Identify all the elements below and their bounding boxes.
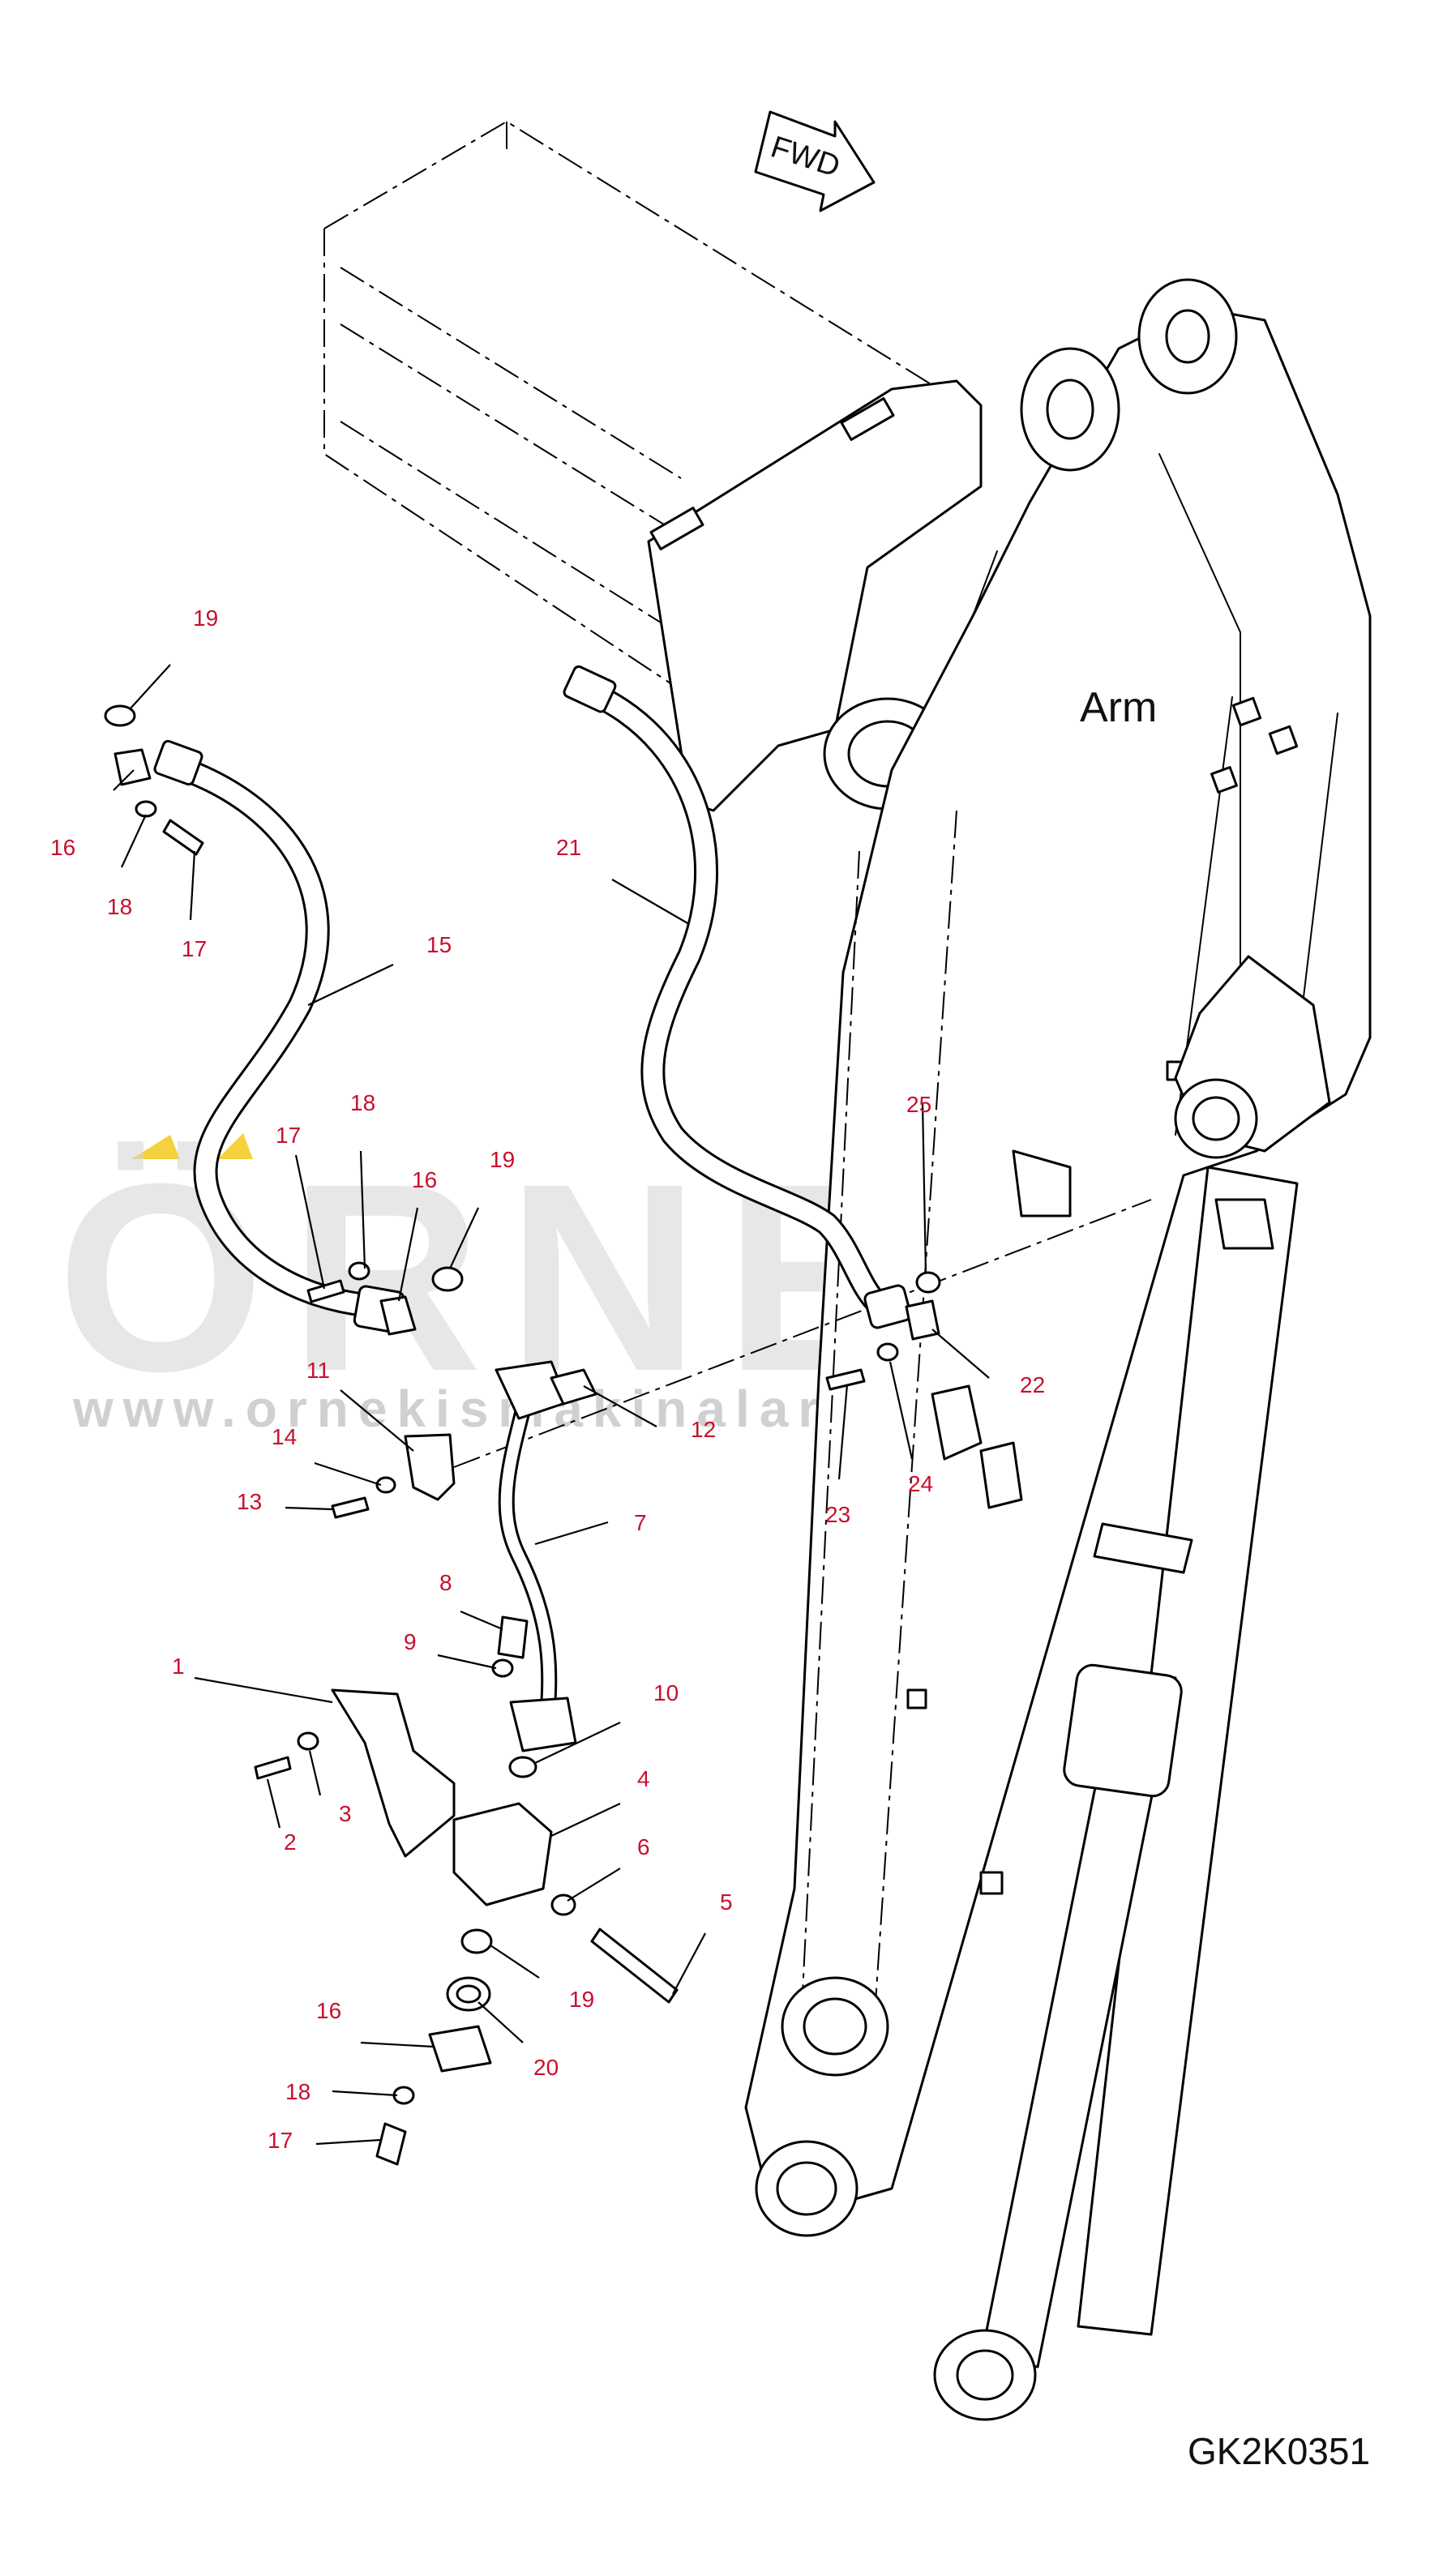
o-ring-19-mid (431, 1266, 464, 1292)
plate-12 (550, 1368, 597, 1406)
callout-16-mid: 16 (412, 1167, 437, 1192)
hardware-clamp-11 (331, 1368, 597, 1519)
bolt-2 (254, 1756, 292, 1780)
watermark-accent-mark-right (217, 1133, 253, 1159)
callout-19-low: 19 (569, 1987, 594, 2012)
bolt-23 (825, 1368, 866, 1391)
bracket-assembly (254, 1615, 679, 2166)
callout-15: 15 (426, 932, 452, 957)
watermark-accent-mark-left (131, 1135, 180, 1159)
o-ring-25 (915, 1271, 941, 1294)
callout-8: 8 (439, 1570, 452, 1595)
callout-18-mid: 18 (350, 1090, 375, 1115)
bolt-17-low (375, 2122, 407, 2166)
callout-12: 12 (691, 1417, 716, 1442)
o-ring-19-low (460, 1928, 493, 1954)
block-4 (452, 1802, 553, 1906)
hardware-upper-left (104, 704, 464, 1336)
hardware-center-right (825, 1271, 941, 1391)
callout-10: 10 (653, 1680, 679, 1705)
callout-2: 2 (284, 1829, 297, 1855)
callout-leaders (113, 664, 990, 2146)
clamp-16-mid (379, 1295, 417, 1336)
callout-16-top: 16 (50, 835, 75, 860)
callout-18-top: 18 (107, 894, 132, 919)
callout-23: 23 (825, 1502, 850, 1527)
bolt-17-top (162, 819, 204, 856)
callout-3: 3 (339, 1801, 352, 1826)
callout-11: 11 (306, 1358, 330, 1383)
callout-6: 6 (637, 1834, 650, 1859)
bolt-5 (590, 1928, 679, 2004)
callout-1: 1 (172, 1654, 185, 1679)
callout-22: 22 (1020, 1372, 1045, 1397)
pipe-centerline (453, 1199, 1152, 1468)
callout-14: 14 (272, 1424, 297, 1449)
bolt-17-mid (306, 1279, 345, 1303)
drawing-code: GK2K0351 (1188, 2430, 1370, 2472)
o-ring-19-top (104, 704, 136, 727)
callout-4: 4 (637, 1766, 650, 1791)
callout-25: 25 (906, 1092, 931, 1117)
bolt-13 (331, 1496, 370, 1519)
ring-20-inner (456, 1984, 482, 2004)
hose-21 (563, 665, 912, 1329)
callout-21: 21 (556, 835, 581, 860)
callout-19-top: 19 (193, 605, 218, 631)
washer-14 (375, 1476, 396, 1494)
callout-16-low: 16 (316, 1998, 341, 2023)
callout-9: 9 (404, 1629, 417, 1654)
arm-body (647, 278, 1372, 2237)
callout-5: 5 (720, 1889, 733, 1915)
callout-13: 13 (237, 1489, 262, 1514)
callout-17-top: 17 (182, 936, 207, 961)
washer-24 (876, 1342, 899, 1362)
callout-17-low: 17 (268, 2128, 293, 2153)
callout-17-mid: 17 (276, 1123, 301, 1148)
bucket-cylinder (933, 1166, 1299, 2421)
washer-18-mid (348, 1261, 370, 1281)
component-label-arm: Arm (1080, 684, 1157, 731)
bolt-8 (497, 1615, 529, 1659)
washer-18-top (135, 800, 157, 818)
clamp-16-low (428, 2025, 492, 2073)
clamp-11 (404, 1433, 456, 1501)
pipe-7 (495, 1360, 577, 1752)
callout-24: 24 (908, 1471, 933, 1496)
callout-20: 20 (533, 2055, 559, 2080)
clamp-22 (905, 1299, 940, 1341)
o-ring-10 (508, 1756, 537, 1778)
washer-3 (297, 1731, 319, 1751)
callout-18-low: 18 (285, 2079, 310, 2104)
forward-arrow-icon: FWD (754, 110, 876, 212)
callout-labels: 19 16 18 17 15 21 18 17 16 19 25 11 12 2… (50, 605, 1045, 2153)
callout-19-mid: 19 (490, 1147, 515, 1172)
bracket-1 (331, 1688, 456, 1858)
callout-7: 7 (634, 1510, 647, 1535)
clamp-half-16-top (113, 748, 152, 786)
